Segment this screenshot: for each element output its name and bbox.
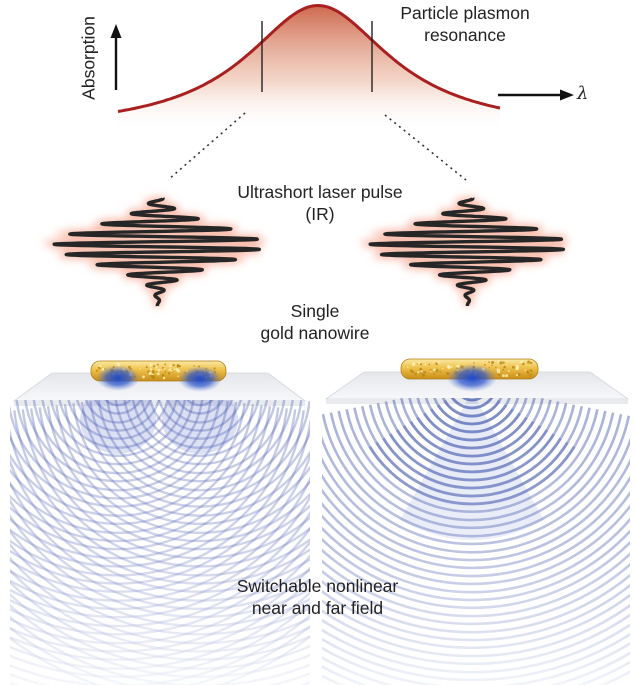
pulse-label-line-2: (IR) <box>305 204 335 224</box>
resonance-label: Particle plasmon resonance <box>380 2 550 46</box>
nanowire-label-line-1: Single <box>290 301 340 321</box>
nanowire-label-line-2: gold nanowire <box>260 323 370 343</box>
resonance-label-line-1: Particle plasmon <box>400 3 530 23</box>
field-label-line-2: near and far field <box>251 598 384 618</box>
resonance-label-line-2: resonance <box>424 25 506 45</box>
pulse-label: Ultrashort laser pulse (IR) <box>205 181 435 225</box>
near-field-hotspots <box>96 364 497 392</box>
laser-pulse-right <box>358 195 570 308</box>
wavelength-axis-arrow <box>498 89 574 101</box>
emission-pattern-left <box>10 400 310 685</box>
pulse-label-line-1: Ultrashort laser pulse <box>237 182 403 202</box>
nanowire-label: Single gold nanowire <box>225 300 405 344</box>
emission-pattern-right <box>322 398 630 685</box>
absorption-axis-label: Absorption <box>78 16 99 100</box>
absorption-axis-arrow <box>110 24 122 90</box>
field-label: Switchable nonlinear near and far field <box>205 575 430 619</box>
field-label-line-1: Switchable nonlinear <box>236 576 399 596</box>
wavelength-symbol: λ <box>577 83 589 104</box>
dotted-guides <box>167 112 467 181</box>
resonance-curve <box>117 3 501 132</box>
laser-pulse-left <box>41 195 267 308</box>
